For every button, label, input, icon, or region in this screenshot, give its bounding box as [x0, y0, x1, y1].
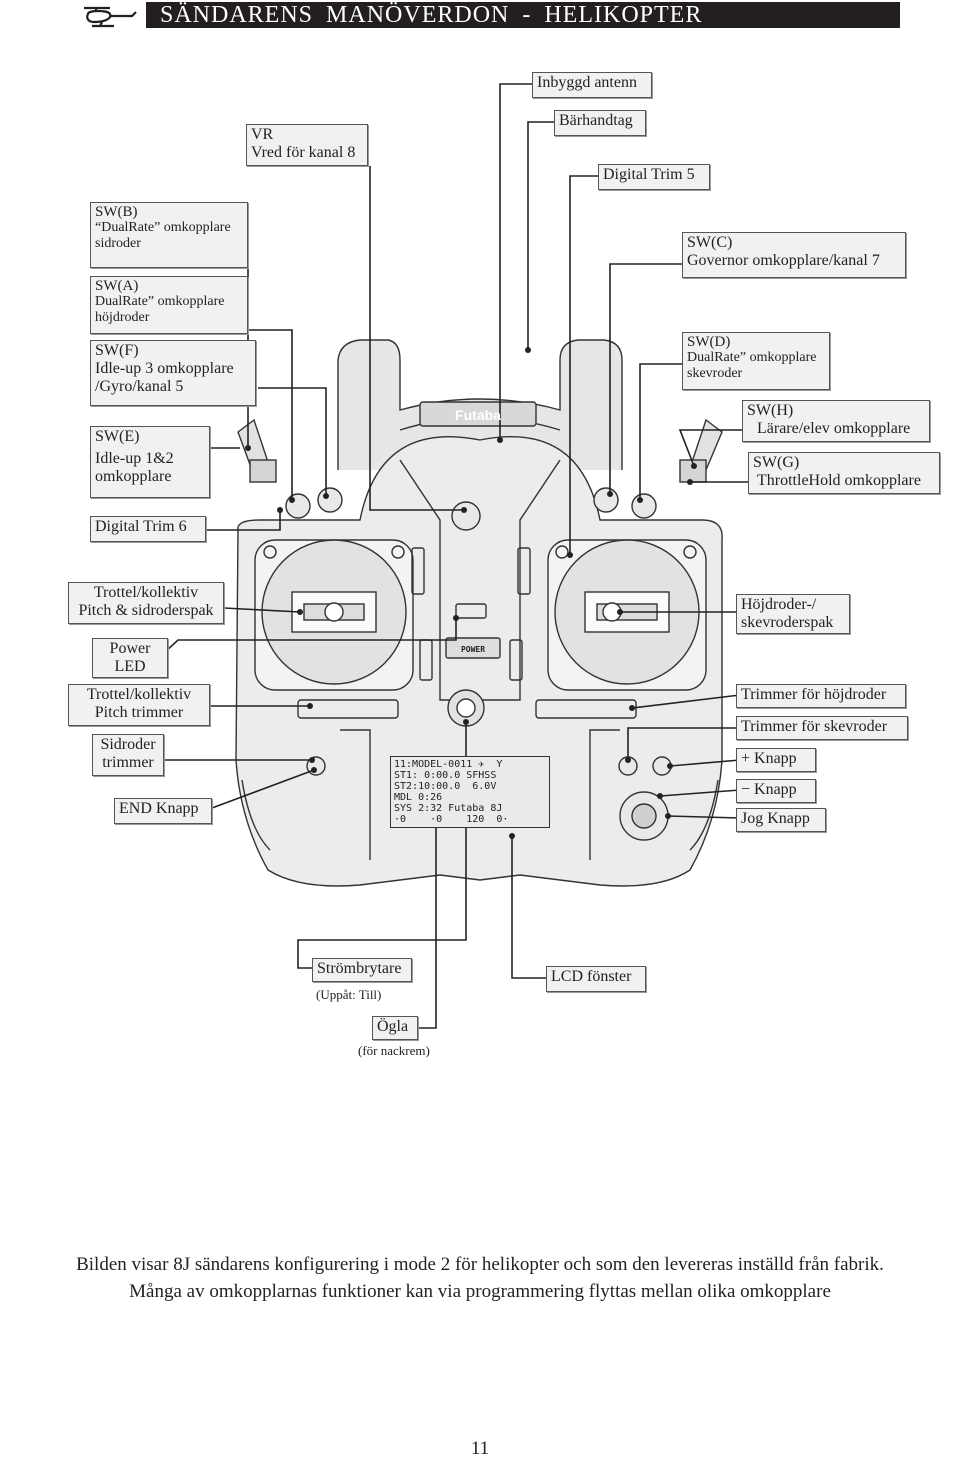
label-power-switch: Strömbrytare: [312, 958, 412, 982]
label-handle: Bärhandtag: [554, 110, 646, 136]
label-minus-button: − Knapp: [736, 779, 816, 803]
label-power-led: Power LED: [92, 638, 168, 678]
lcd-line: MDL 0:26: [394, 792, 443, 803]
label-hook: Ögla: [372, 1016, 418, 1040]
label-antenna: Inbyggd antenn: [532, 72, 652, 98]
power-switch-text: POWER: [461, 645, 485, 654]
label-throttle-stick: Trottel/kollektiv Pitch & sidroderspak: [68, 582, 224, 624]
label-digital-trim-5: Digital Trim 5: [598, 164, 710, 190]
label-plus-button: + Knapp: [736, 748, 816, 772]
label-sw-e: SW(E) Idle-up 1&2 omkopplare: [90, 426, 210, 498]
label-digital-trim-6: Digital Trim 6: [90, 516, 206, 542]
lcd-line: ·0 ·0 120 0·: [394, 814, 509, 825]
label-rudder-trim: Sidroder trimmer: [92, 734, 164, 776]
power-switch-note: (Uppåt: Till): [316, 987, 382, 1002]
caption-line-2: Många av omkopplarnas funktioner kan via…: [129, 1281, 831, 1302]
label-sw-h: SW(H) Lärare/elev omkopplare: [742, 400, 930, 442]
label-throttle-trim: Trottel/kollektiv Pitch trimmer: [68, 684, 210, 726]
label-sw-b: SW(B) “DualRate” omkopplare sidroder: [90, 202, 248, 268]
lcd-line: 11:MODEL-0011 ✈ Y: [394, 759, 503, 770]
label-elevator-trim: Trimmer för höjdroder: [736, 684, 906, 708]
label-vr: VR Vred för kanal 8: [246, 124, 368, 166]
page-number: 11: [470, 1438, 490, 1459]
label-end-button: END Knapp: [114, 798, 212, 824]
label-sw-f: SW(F) Idle-up 3 omkopplare /Gyro/kanal 5: [90, 340, 256, 406]
label-jog-button: Jog Knapp: [736, 808, 826, 832]
helicopter-logo-icon: [84, 6, 137, 28]
label-sw-g: SW(G) ThrottleHold omkopplare: [748, 452, 940, 494]
lcd-line: ST1: 0:00.0 SFHSS: [394, 770, 497, 781]
label-sw-c: SW(C) Governor omkopplare/kanal 7: [682, 232, 906, 278]
hook-note: (för nackrem): [358, 1043, 430, 1058]
caption-line-1: Bilden visar 8J sändarens konfigurering …: [76, 1254, 884, 1275]
brand-logo: Futaba: [455, 407, 501, 423]
page-header-title: SÄNDARENS MANÖVERDON - HELIKOPTER: [146, 2, 900, 28]
label-sw-a: SW(A) DualRate” omkopplare höjdroder: [90, 276, 248, 334]
label-lcd-window: LCD fönster: [546, 966, 646, 992]
label-sw-d: SW(D) DualRate” omkopplare skevroder: [682, 332, 830, 390]
lcd-line: ST2:10:00.0 6.0V: [394, 781, 497, 792]
lcd-display: 11:MODEL-0011 ✈ Y ST1: 0:00.0 SFHSS ST2:…: [390, 756, 550, 828]
label-elevator-stick: Höjdroder-/ skevroderspak: [736, 594, 850, 634]
lcd-line: SYS 2:32 Futaba 8J: [394, 803, 503, 814]
label-aileron-trim: Trimmer för skevroder: [736, 716, 908, 740]
